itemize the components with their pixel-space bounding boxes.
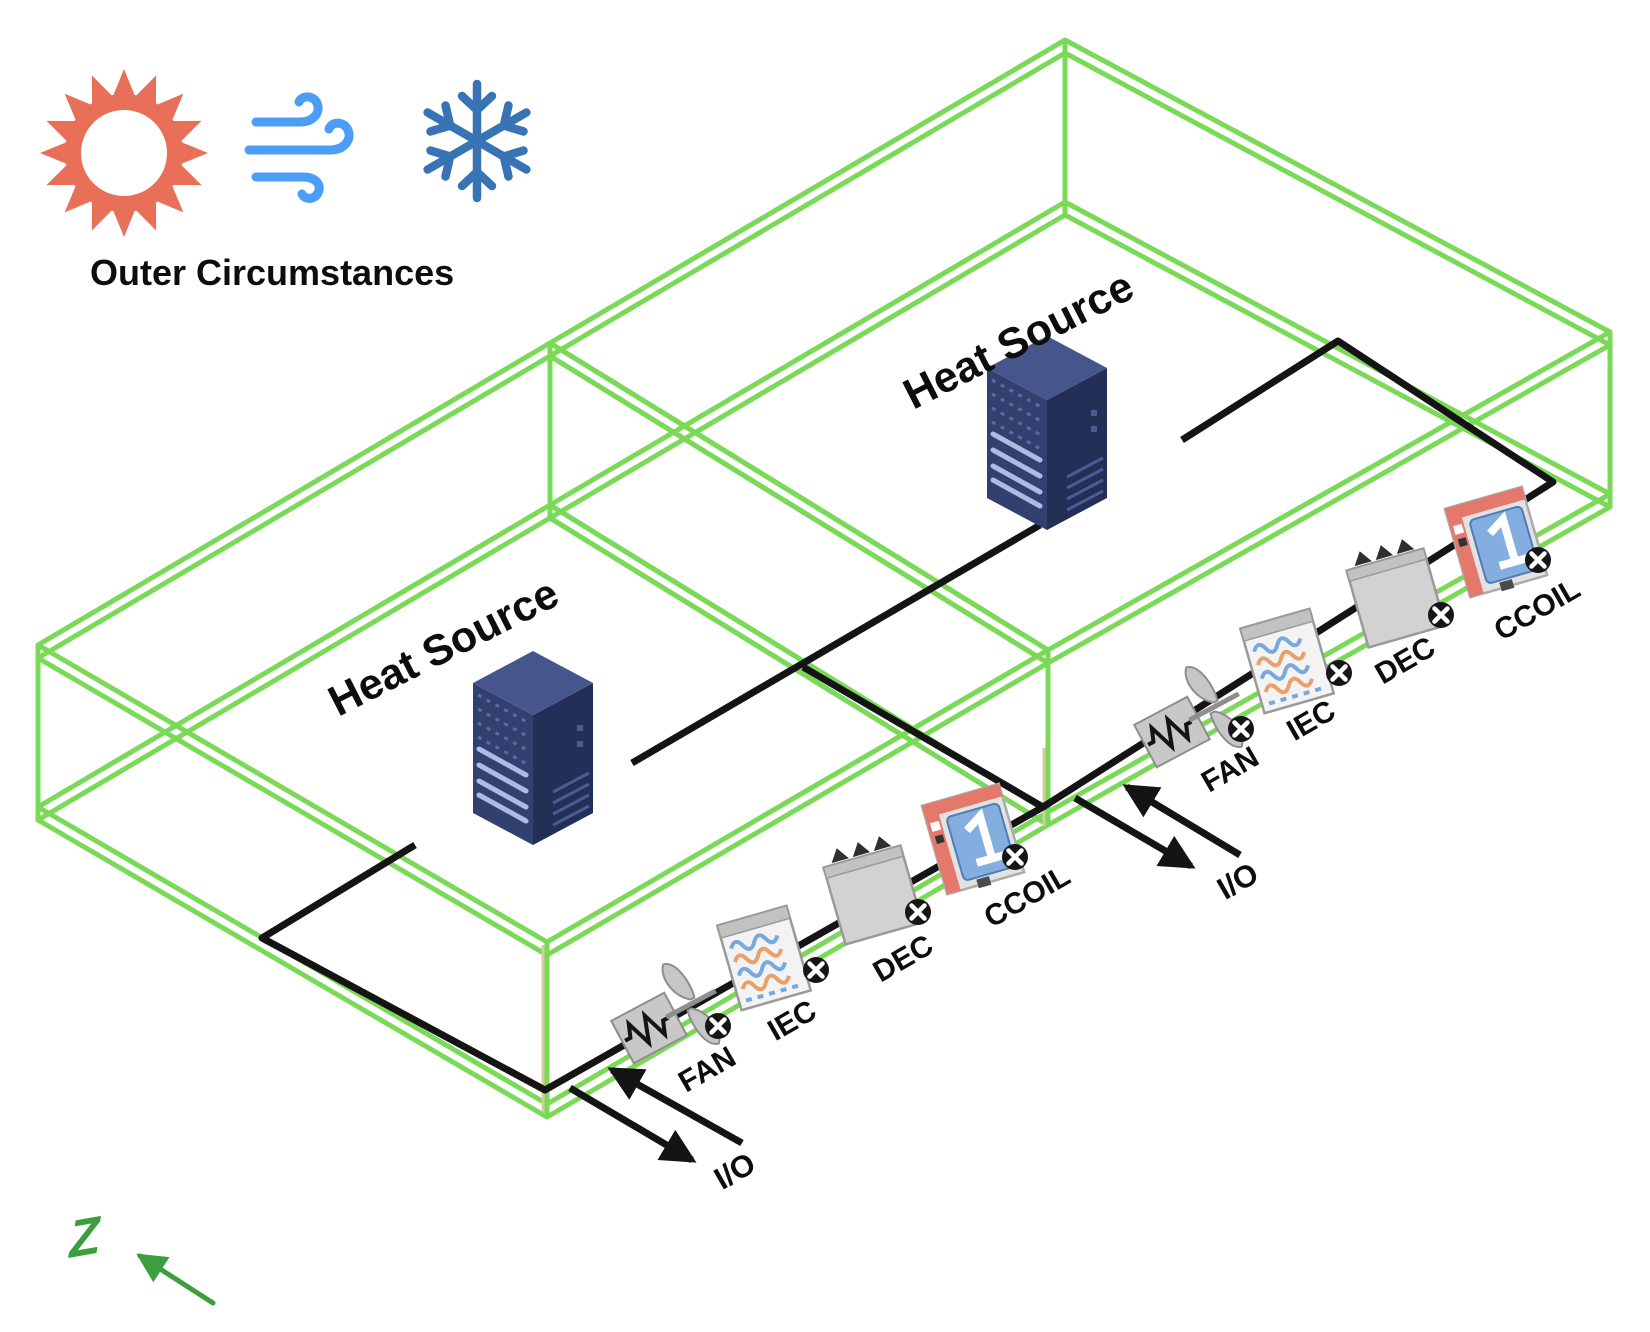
snowflake-icon [420, 84, 534, 198]
server-tower-icon [473, 651, 593, 845]
io-label: I/O [708, 1145, 761, 1196]
module-2-wall-duct-line [630, 521, 1042, 767]
fan-symbol-icon [1228, 716, 1254, 742]
fan-symbol-icon [905, 899, 931, 925]
io-arrow-in [1122, 784, 1242, 858]
io-arrow-out [568, 1084, 697, 1164]
z-axis-label: Z [66, 1206, 103, 1270]
fan-label: FAN [1196, 740, 1264, 799]
outer-circumstances: Outer Circumstances [40, 69, 534, 293]
z-axis-indicator: Z [66, 1206, 216, 1306]
hidden-edge-lines [541, 748, 1046, 1112]
fan-symbol-icon [1525, 547, 1551, 573]
fan-symbol-icon [1326, 660, 1352, 686]
room-wireframe [35, 37, 1613, 1120]
io-label: I/O [1211, 855, 1264, 906]
heat-source-1: Heat Source [321, 569, 593, 845]
io-arrows-2: I/O [1073, 784, 1264, 906]
wind-icon [244, 92, 354, 203]
air-handling-chain-1: FAN IEC DEC CCOIL I/O [568, 784, 1076, 1196]
z-axis-arrow-icon [136, 1253, 216, 1306]
fan-symbol-icon [803, 957, 829, 983]
air-handling-chain-2: FAN IEC DEC CCOIL I/O [1073, 487, 1586, 906]
heater-resistor-icon [611, 993, 687, 1064]
outer-circumstances-label: Outer Circumstances [90, 252, 454, 293]
sun-icon [40, 69, 208, 237]
fan-symbol-icon [1428, 602, 1454, 628]
heat-source-2: Heat Source [896, 262, 1141, 530]
room-wireframe-module-2 [547, 37, 1613, 828]
io-arrow-out [1073, 794, 1196, 870]
fan-symbol-icon [705, 1013, 731, 1039]
io-arrow-in [607, 1066, 744, 1147]
cooling-coil-icon [1445, 487, 1548, 600]
module-2-duct-line [801, 337, 1557, 811]
fan-symbol-icon [1002, 844, 1028, 870]
dec-label: DEC [868, 929, 939, 989]
fan-label: FAN [673, 1040, 741, 1099]
dec-evaporative-pad-icon [1341, 532, 1447, 649]
duct-lines [258, 337, 1557, 1094]
